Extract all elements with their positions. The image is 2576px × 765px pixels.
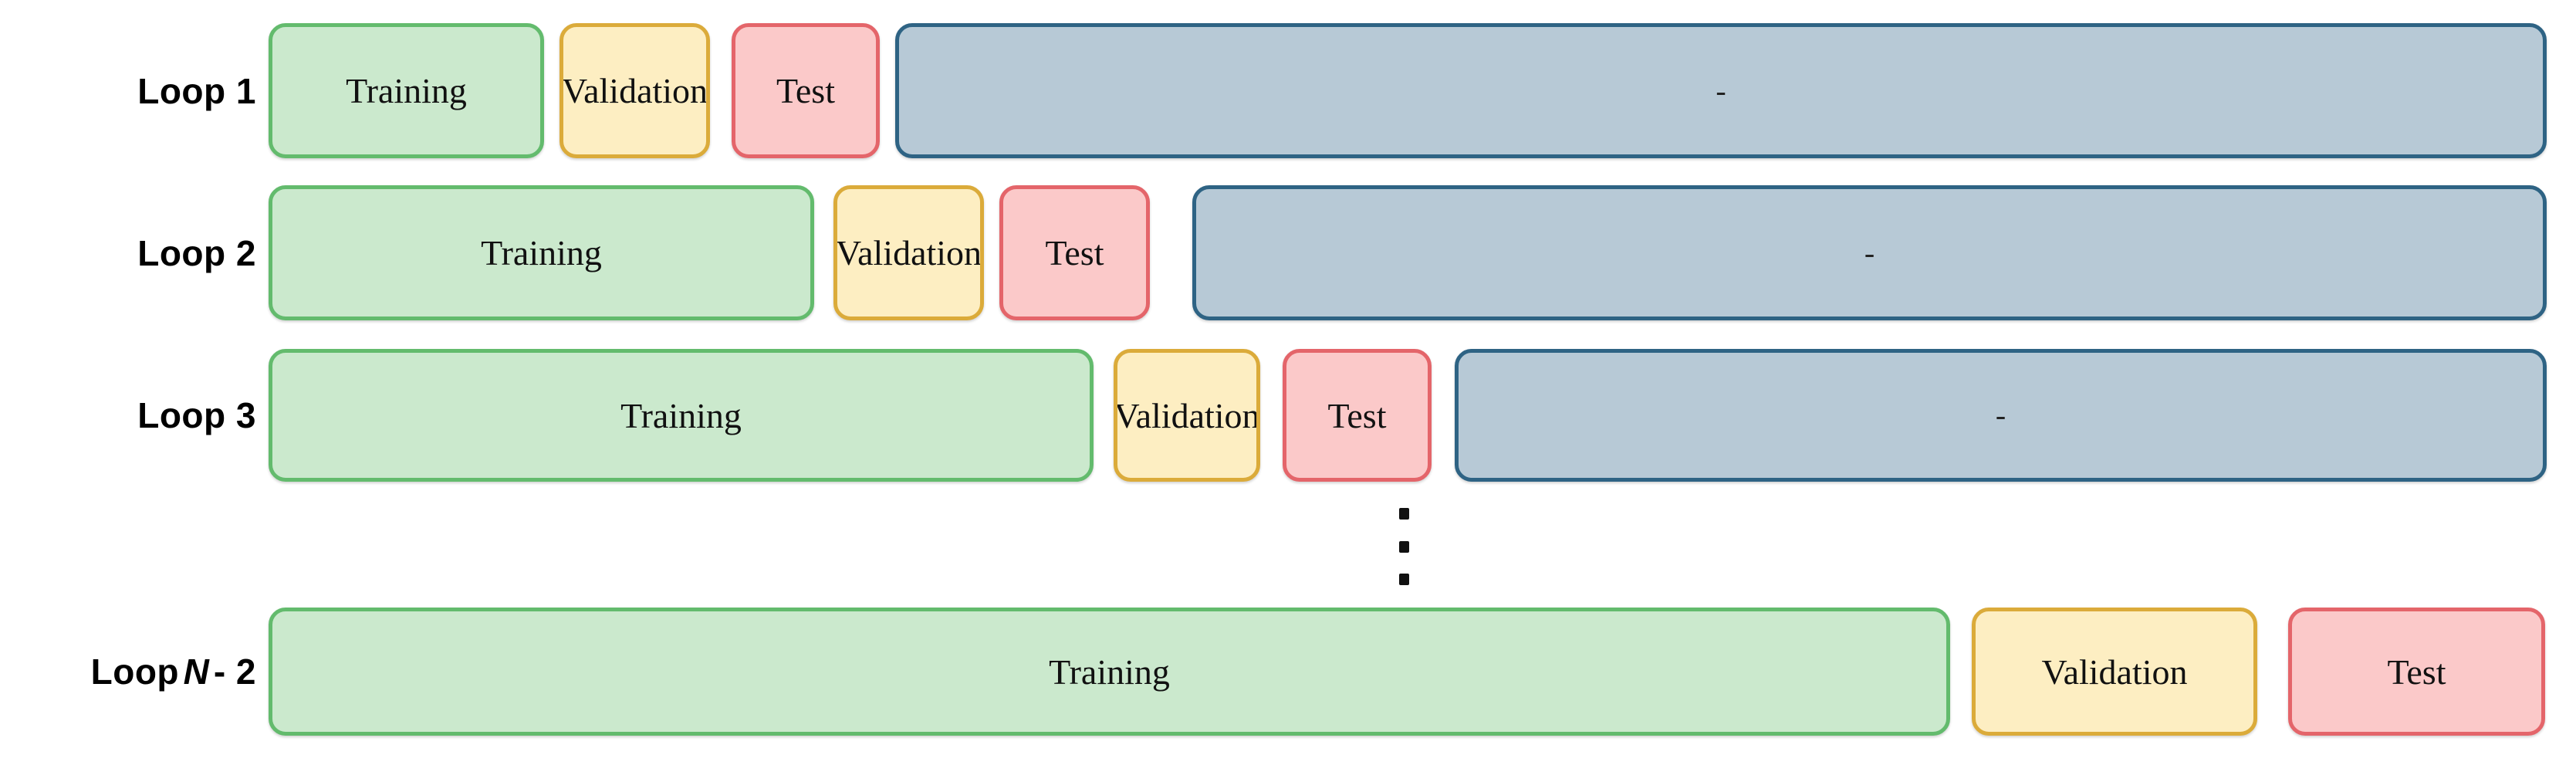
segment-label: Test (1045, 233, 1104, 272)
segment-label: Training (620, 395, 742, 435)
segment-label: Validation (2041, 652, 2188, 692)
segment-test-loop-n-minus-2: Test (2288, 608, 2545, 736)
ellipsis-dot (1398, 574, 1409, 585)
row-label-loop-1: Loop 1 (137, 70, 256, 111)
segment-label: Training (346, 71, 467, 110)
segment-label: Test (776, 71, 835, 110)
segment-training-loop-2: Training (269, 185, 814, 320)
vertical-ellipsis-icon (1398, 508, 1409, 585)
segment-validation-loop-3: Validation (1114, 349, 1260, 482)
segment-label: Validation (1114, 395, 1260, 435)
segment-training-loop-3: Training (269, 349, 1094, 482)
segment-test-loop-3: Test (1283, 349, 1432, 482)
segment-validation-loop-1: Validation (559, 23, 710, 158)
segment-test-loop-1: Test (732, 23, 880, 158)
segment-future-loop-3: - (1455, 349, 2547, 482)
segment-validation-loop-2: Validation (833, 185, 984, 320)
segment-future-loop-2: - (1192, 185, 2547, 320)
segment-label: Validation (835, 233, 982, 272)
segment-label: Test (2387, 652, 2446, 692)
segment-validation-loop-n-minus-2: Validation (1972, 608, 2257, 736)
segment-label: - (1995, 398, 2006, 432)
row-label-loop-2: Loop 2 (137, 232, 256, 273)
segment-label: Training (1049, 652, 1170, 692)
segment-test-loop-2: Test (999, 185, 1150, 320)
ellipsis-dot (1398, 540, 1409, 553)
segment-future-loop-1: - (895, 23, 2547, 158)
row-label-prefix: Loop (90, 652, 180, 692)
segment-label: Validation (561, 71, 708, 110)
ellipsis-dot (1398, 508, 1409, 520)
segment-label: Test (1327, 395, 1387, 435)
row-label-loop-3: Loop 3 (137, 395, 256, 435)
segment-label: - (1716, 73, 1726, 108)
segment-training-loop-n-minus-2: Training (269, 608, 1950, 736)
segment-label: - (1864, 235, 1875, 270)
segment-label: Training (481, 233, 602, 272)
segment-training-loop-1: Training (269, 23, 544, 158)
row-label-suffix: - 2 (213, 652, 256, 692)
row-label-variable: N (183, 652, 210, 692)
